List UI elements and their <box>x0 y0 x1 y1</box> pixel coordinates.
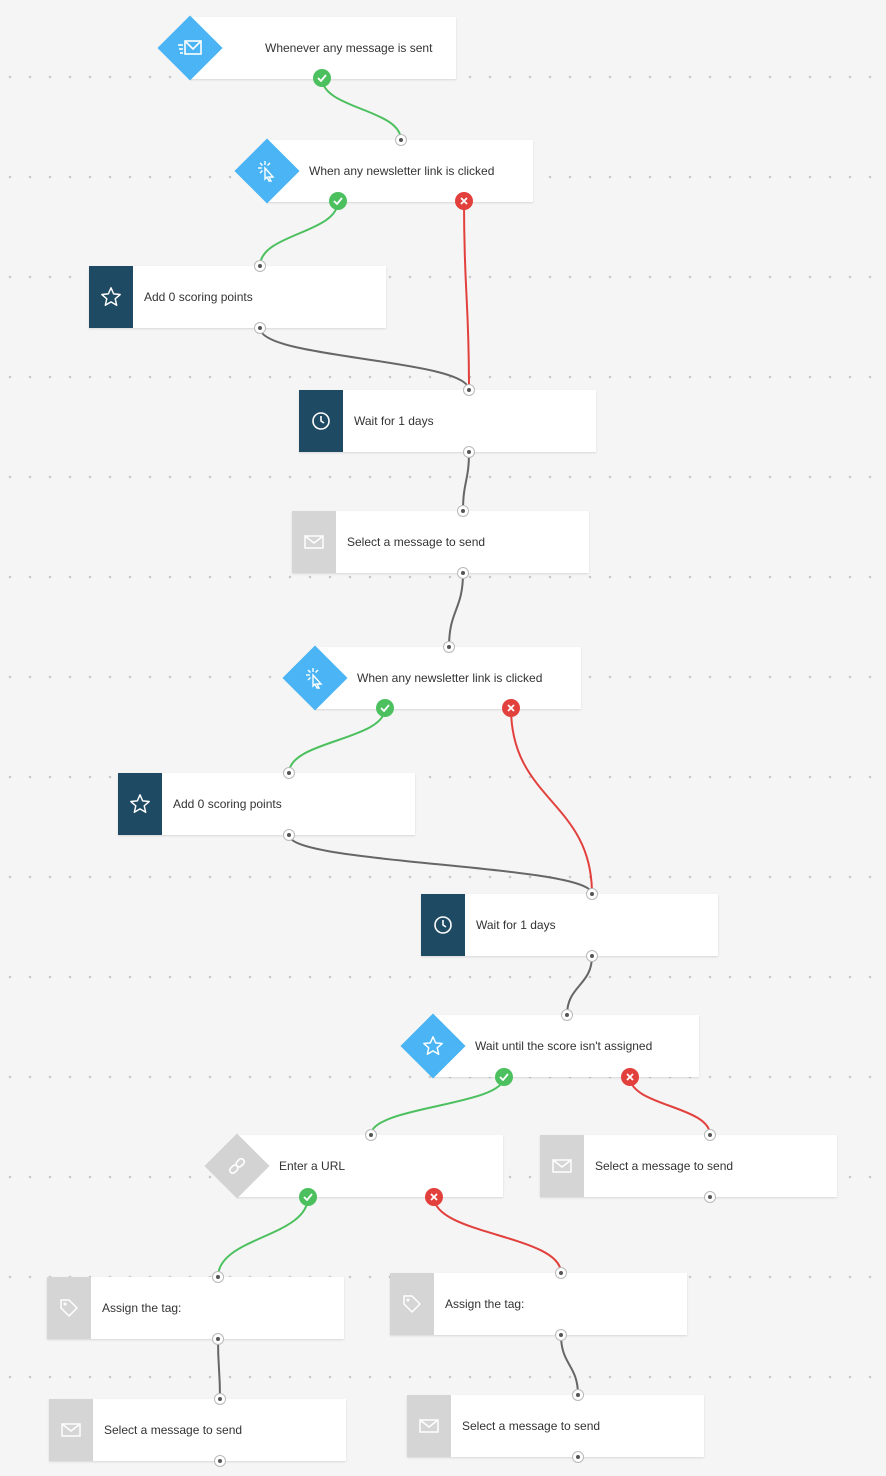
plain-connection-wire <box>288 834 593 895</box>
output-port[interactable] <box>283 829 295 841</box>
node-label: Wait for 1 days <box>354 414 434 428</box>
assign-tag-node[interactable]: Assign the tag: <box>47 1277 344 1339</box>
assign-tag-node[interactable]: Assign the tag: <box>390 1273 687 1335</box>
node-label: Select a message to send <box>104 1423 243 1437</box>
output-port[interactable] <box>457 567 469 579</box>
select-message-node[interactable]: Select a message to send <box>292 511 589 573</box>
trigger-link-clicked-node[interactable]: When any newsletter link is clicked <box>315 647 581 709</box>
input-port[interactable] <box>365 1129 377 1141</box>
yes-branch-port[interactable] <box>495 1068 513 1086</box>
trigger-link-clicked-node[interactable]: When any newsletter link is clicked <box>267 140 533 202</box>
select-message-node[interactable]: Select a message to send <box>407 1395 704 1457</box>
input-port[interactable] <box>443 641 455 653</box>
node-label: Assign the tag: <box>102 1301 182 1315</box>
select-message-node[interactable]: Select a message to send <box>49 1399 346 1461</box>
envelope-send-icon <box>157 15 223 81</box>
node-label: Wait for 1 days <box>476 918 556 932</box>
node-label: Select a message to send <box>595 1159 734 1173</box>
cursor-click-icon <box>282 645 348 711</box>
plain-connection-wire <box>566 955 593 1016</box>
no-branch-port[interactable] <box>621 1068 639 1086</box>
enter-url-node[interactable]: Enter a URL <box>237 1135 503 1197</box>
envelope-icon <box>292 511 336 573</box>
input-port[interactable] <box>463 384 475 396</box>
input-port[interactable] <box>214 1393 226 1405</box>
no-connection-wire <box>463 200 470 391</box>
output-port[interactable] <box>463 446 475 458</box>
input-port[interactable] <box>283 767 295 779</box>
wait-days-node[interactable]: Wait for 1 days <box>299 390 596 452</box>
trigger-message-sent-node[interactable]: Whenever any message is sent <box>190 17 456 79</box>
input-port[interactable] <box>254 260 266 272</box>
output-port[interactable] <box>212 1333 224 1345</box>
plain-connection-wire <box>217 1338 221 1400</box>
node-label: Select a message to send <box>462 1419 601 1433</box>
input-port[interactable] <box>395 134 407 146</box>
add-scoring-points-node[interactable]: Add 0 scoring points <box>89 266 386 328</box>
output-port[interactable] <box>555 1329 567 1341</box>
plain-connection-wire <box>448 572 464 648</box>
node-label: Select a message to send <box>347 535 486 549</box>
plain-connection-wire <box>560 1334 579 1396</box>
input-port[interactable] <box>572 1389 584 1401</box>
yes-connection-wire <box>321 77 402 141</box>
node-label: Assign the tag: <box>445 1297 525 1311</box>
star-icon <box>89 266 133 328</box>
yes-branch-port[interactable] <box>313 69 331 87</box>
node-label: When any newsletter link is clicked <box>309 164 495 178</box>
wait-days-node[interactable]: Wait for 1 days <box>421 894 718 956</box>
input-port[interactable] <box>561 1009 573 1021</box>
output-port[interactable] <box>586 950 598 962</box>
tag-icon <box>390 1273 434 1335</box>
no-connection-wire <box>629 1076 711 1136</box>
clock-icon <box>421 894 465 956</box>
tag-icon <box>47 1277 91 1339</box>
output-port[interactable] <box>572 1451 584 1463</box>
input-port[interactable] <box>704 1129 716 1141</box>
output-port[interactable] <box>254 322 266 334</box>
envelope-icon <box>540 1135 584 1197</box>
cursor-click-icon <box>234 138 300 204</box>
input-port[interactable] <box>555 1267 567 1279</box>
plain-connection-wire <box>259 327 470 391</box>
node-label: Wait until the score isn't assigned <box>475 1039 653 1053</box>
link-icon <box>204 1133 270 1199</box>
envelope-icon <box>49 1399 93 1461</box>
star-icon <box>118 773 162 835</box>
no-connection-wire <box>433 1196 562 1274</box>
star-icon <box>400 1013 466 1079</box>
clock-icon <box>299 390 343 452</box>
yes-connection-wire <box>217 1196 309 1278</box>
yes-branch-port[interactable] <box>299 1188 317 1206</box>
no-branch-port[interactable] <box>425 1188 443 1206</box>
envelope-icon <box>407 1395 451 1457</box>
node-label: Add 0 scoring points <box>173 797 282 811</box>
yes-connection-wire <box>370 1076 505 1136</box>
plain-connection-wire <box>462 451 470 512</box>
no-branch-port[interactable] <box>455 192 473 210</box>
yes-branch-port[interactable] <box>376 699 394 717</box>
yes-connection-wire <box>259 200 339 267</box>
node-label: Add 0 scoring points <box>144 290 253 304</box>
no-connection-wire <box>510 707 593 895</box>
add-scoring-points-node[interactable]: Add 0 scoring points <box>118 773 415 835</box>
node-label: Whenever any message is sent <box>265 41 433 55</box>
input-port[interactable] <box>212 1271 224 1283</box>
node-label: Enter a URL <box>279 1159 346 1173</box>
output-port[interactable] <box>704 1191 716 1203</box>
no-branch-port[interactable] <box>502 699 520 717</box>
input-port[interactable] <box>586 888 598 900</box>
yes-connection-wire <box>288 707 386 774</box>
wait-until-score-node[interactable]: Wait until the score isn't assigned <box>433 1015 699 1077</box>
select-message-node[interactable]: Select a message to send <box>540 1135 837 1197</box>
yes-branch-port[interactable] <box>329 192 347 210</box>
node-label: When any newsletter link is clicked <box>357 671 543 685</box>
input-port[interactable] <box>457 505 469 517</box>
output-port[interactable] <box>214 1455 226 1467</box>
